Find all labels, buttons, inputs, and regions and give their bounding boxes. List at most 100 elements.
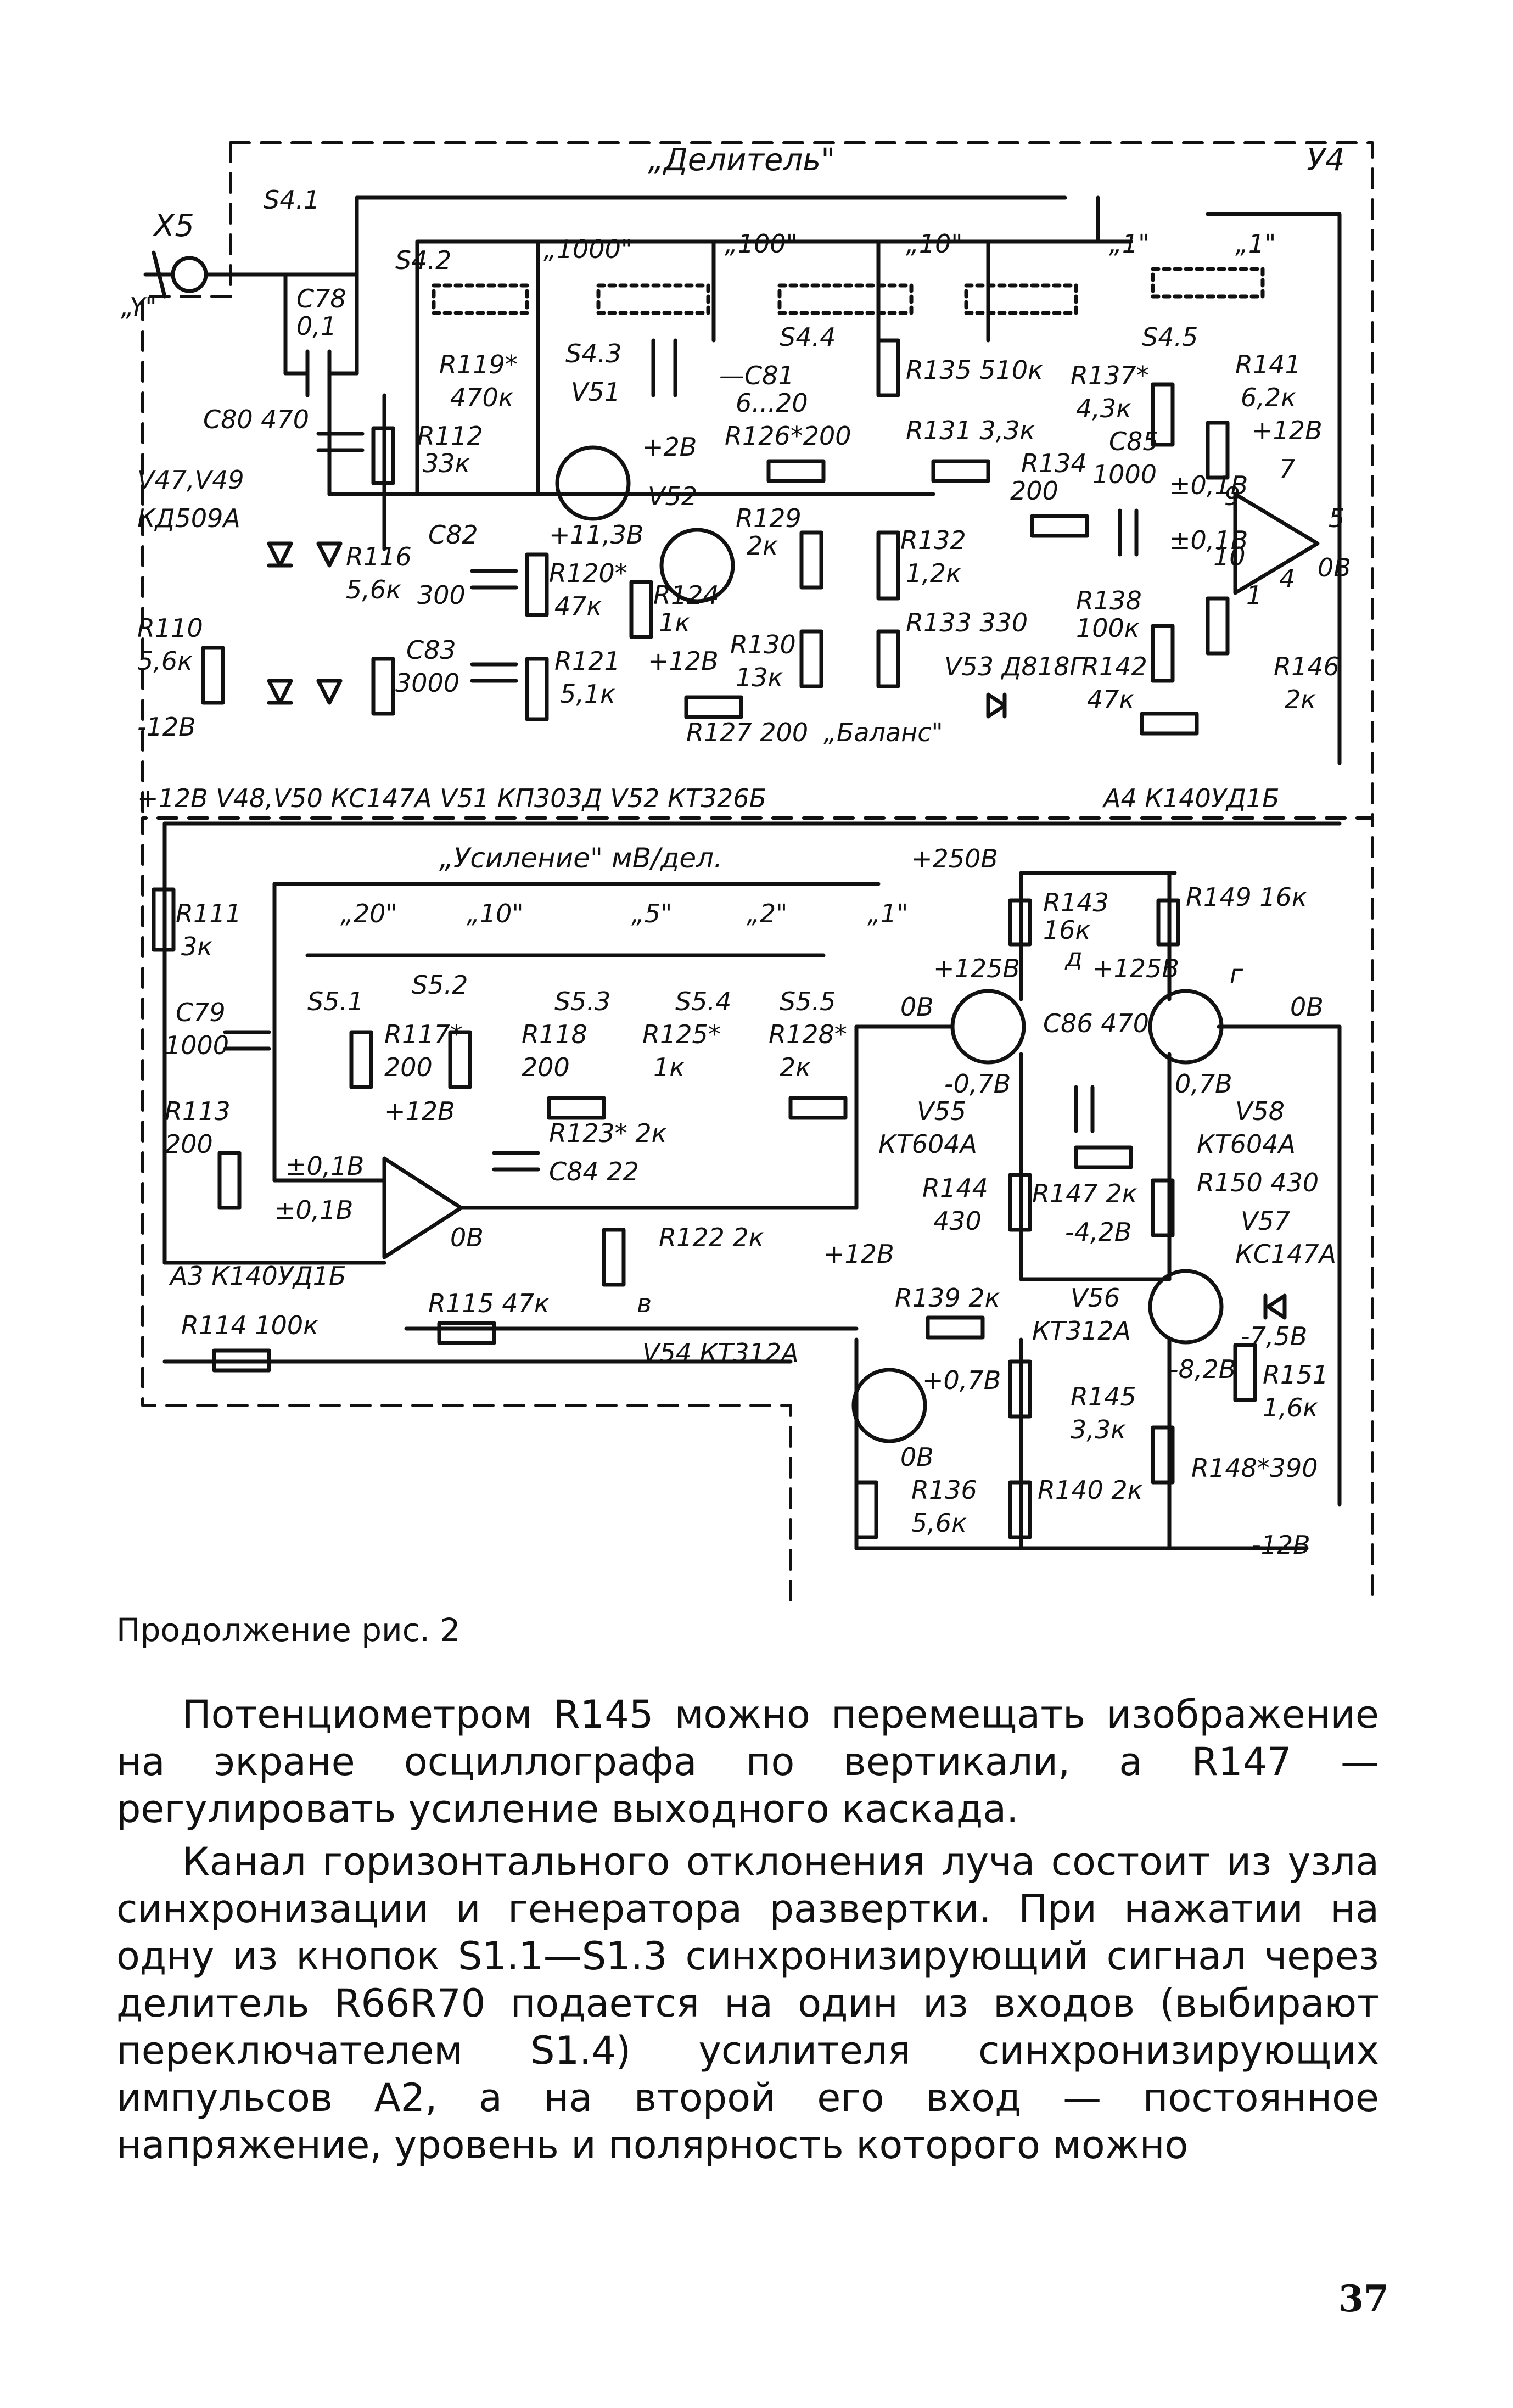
diodes [267, 541, 1287, 1320]
label-minus-75: -7,5В [1241, 1321, 1307, 1351]
label-r118-val: 200 [522, 1052, 570, 1082]
label-gain-20: „20" [340, 899, 397, 928]
label-c85: C85 [1109, 427, 1159, 456]
label-r132-val: 1,2к [906, 558, 961, 588]
label-r142: R142 [1081, 652, 1147, 681]
label-c83-val: 3000 [395, 668, 459, 698]
label-c81-val: 6...20 [736, 388, 808, 418]
label-r115: R115 47к [428, 1289, 550, 1318]
label-plus-07b: +0,7В [922, 1365, 1001, 1395]
label-c82: C82 [428, 520, 478, 550]
label-r122: R122 2к [659, 1223, 764, 1252]
label-zero-v-a: 0В [900, 992, 934, 1022]
label-pin5: 5 [1329, 503, 1344, 533]
label-v57: V57 [1241, 1206, 1290, 1236]
label-minus-82: -8,2В [1169, 1354, 1236, 1384]
label-v47: V47,V49 [137, 465, 244, 495]
label-a3: А3 К140УД1Б [169, 1261, 346, 1291]
label-r149: R149 16к [1186, 882, 1307, 912]
label-r111-val: 3к [181, 932, 212, 961]
label-s4-1: S4.1 [264, 185, 320, 215]
label-r119-val: 470к [450, 383, 514, 412]
label-r137: R137* [1071, 361, 1149, 390]
label-r145-val: 3,3к [1071, 1415, 1126, 1444]
label-r133: R133 330 [906, 608, 1028, 637]
label-plus-12v-a: +12В [1252, 416, 1323, 445]
label-r151: R151 [1263, 1360, 1329, 1390]
amplifier-wiring [162, 821, 1342, 1550]
label-r145: R145 [1071, 1382, 1136, 1412]
label-r118: R118 [522, 1020, 587, 1049]
label-s4-5: S4.5 [1142, 322, 1198, 352]
connector-label: X5 [152, 208, 194, 244]
label-r129-val: 2к [747, 531, 778, 561]
label-minus-12v-a: -12В [137, 712, 196, 742]
device-id: У4 [1307, 142, 1345, 178]
label-c84: C84 22 [549, 1157, 639, 1186]
label-c85-val: 1000 [1092, 460, 1157, 489]
switch-s4 [432, 267, 1265, 315]
label-r151-val: 1,6к [1263, 1393, 1318, 1423]
shield-outline [141, 141, 1374, 1603]
label-r141: R141 [1235, 350, 1301, 379]
label-c78: C78 [296, 284, 346, 313]
label-r125: R125* [642, 1020, 721, 1049]
label-r130: R130 [730, 630, 796, 659]
label-out-0v: 0В [1318, 553, 1351, 583]
label-r116-val: 5,6к [346, 575, 401, 604]
label-r144: R144 [922, 1173, 988, 1203]
label-v-016a: ±0,1В [1169, 471, 1248, 500]
label-v125a: +125В [933, 954, 1020, 983]
label-zero-v-d: 0В [900, 1442, 934, 1472]
label-v51: V51 [571, 377, 620, 407]
label-r114: R114 100к [181, 1311, 318, 1340]
label-s5-4: S5.4 [675, 987, 731, 1016]
label-s4-4: S4.4 [780, 322, 836, 352]
label-r150: R150 430 [1197, 1168, 1319, 1197]
label-r146-val: 2к [1285, 685, 1316, 714]
label-r136-val: 5,6к [911, 1508, 967, 1538]
label-c80: C80 470 [203, 405, 309, 434]
label-r125-val: 1к [653, 1052, 685, 1082]
label-plus-12v-d: +12В [823, 1239, 894, 1269]
label-v55: V55 [917, 1096, 966, 1126]
label-r141-val: 6,2к [1241, 383, 1296, 412]
label-div-1: „1" [1109, 229, 1150, 259]
label-pin9: 9 [1224, 481, 1240, 511]
label-kt604a: КТ604А [878, 1129, 977, 1159]
body-text: Потенциометром R145 можно перемещать изо… [116, 1691, 1379, 2174]
label-zero-v-c: 0В [450, 1223, 484, 1252]
label-r148: R148*390 [1191, 1453, 1318, 1483]
label-minus-07: -0,7В [944, 1069, 1011, 1099]
label-gain-10: „10" [467, 899, 524, 928]
label-gain-5: „5" [631, 899, 672, 928]
label-r121: R121 [554, 646, 620, 676]
label-v54: V54 КТ312А [642, 1338, 799, 1368]
label-r123: R123* 2к [549, 1118, 667, 1148]
label-r126: R126*200 [725, 421, 851, 451]
label-to-d: д [1064, 943, 1083, 972]
label-kt604b: КТ604А [1197, 1129, 1296, 1159]
label-plus-250: +250В [911, 844, 998, 873]
label-gain-2: „2" [747, 899, 787, 928]
label-r136: R136 [911, 1475, 977, 1505]
paragraph-1: Потенциометром R145 можно перемещать изо… [116, 1692, 1379, 1832]
label-r132: R132 [900, 525, 966, 555]
label-div-1b: „1" [1235, 229, 1276, 259]
divider-wiring [283, 195, 1342, 765]
label-r134-val: 200 [1010, 476, 1058, 506]
label-r135: R135 510к [906, 355, 1043, 385]
label-plus-12v-b: +12В [648, 646, 719, 676]
label-to-g: г [1230, 959, 1243, 989]
label-div-1000: „1000" [543, 234, 632, 264]
label-c86: C86 470 [1043, 1009, 1149, 1038]
label-gain-1: „1" [867, 899, 908, 928]
label-c79: C79 [176, 998, 226, 1027]
label-c78-val: 0,1 [296, 311, 337, 341]
label-s4-2: S4.2 [395, 245, 451, 275]
label-v-016b: ±0,1В [1169, 525, 1248, 555]
label-r121-val: 5,1к [560, 679, 615, 709]
label-v56: V56 [1071, 1283, 1120, 1313]
label-v58: V58 [1235, 1096, 1285, 1126]
label-balans: „Баланс" [823, 718, 943, 747]
